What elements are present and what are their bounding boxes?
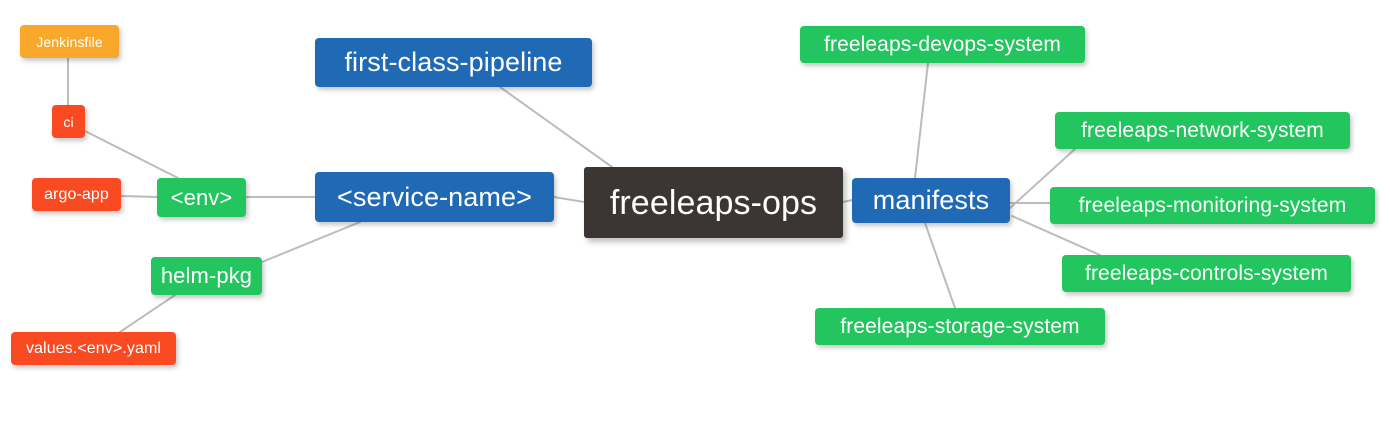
node-manifests[interactable]: manifests (852, 178, 1010, 223)
node-label: values.<env>.yaml (25, 339, 162, 357)
node-freeleaps-network-system[interactable]: freeleaps-network-system (1055, 112, 1350, 149)
node-label: freeleaps-network-system (1081, 119, 1324, 142)
edge-helm-pkg-to-values-env-yaml (119, 294, 176, 333)
node-label: first-class-pipeline (344, 47, 563, 77)
node-label: helm-pkg (160, 263, 253, 288)
node-env[interactable]: <env> (157, 178, 246, 217)
node-label: freeleaps-storage-system (840, 315, 1080, 338)
node-label: freeleaps-devops-system (824, 33, 1061, 56)
node-helm-pkg[interactable]: helm-pkg (151, 257, 262, 295)
node-label: freeleaps-controls-system (1085, 262, 1328, 285)
edge-env-to-argo-app (120, 195, 158, 198)
node-freeleaps-ops[interactable]: freeleaps-ops (584, 167, 843, 238)
node-label: argo-app (44, 185, 109, 203)
edge-service-name-to-helm-pkg (261, 221, 361, 263)
node-freeleaps-monitoring-system[interactable]: freeleaps-monitoring-system (1050, 187, 1375, 224)
edge-manifests-to-freeleaps-storage-system (924, 222, 956, 309)
node-argo-app[interactable]: argo-app (32, 178, 121, 211)
node-values-env-yaml[interactable]: values.<env>.yaml (11, 332, 176, 365)
node-ci[interactable]: ci (52, 105, 85, 138)
edge-env-to-ci (84, 130, 179, 179)
node-service-name[interactable]: <service-name> (315, 172, 554, 222)
node-freeleaps-controls-system[interactable]: freeleaps-controls-system (1062, 255, 1351, 292)
node-label: <env> (170, 184, 233, 210)
node-first-class-pipeline[interactable]: first-class-pipeline (315, 38, 592, 87)
edge-freeleaps-ops-to-manifests (842, 199, 853, 203)
edge-freeleaps-ops-to-first-class-pipeline (499, 86, 613, 168)
node-label: Jenkinsfile (36, 33, 103, 50)
node-label: ci (63, 113, 74, 130)
node-label: manifests (872, 185, 990, 215)
edge-manifests-to-freeleaps-devops-system (914, 62, 929, 179)
node-freeleaps-storage-system[interactable]: freeleaps-storage-system (815, 308, 1105, 345)
node-freeleaps-devops-system[interactable]: freeleaps-devops-system (800, 26, 1085, 63)
node-jenkinsfile[interactable]: Jenkinsfile (20, 25, 119, 58)
edge-freeleaps-ops-to-service-name (553, 196, 585, 203)
node-label: <service-name> (337, 181, 532, 212)
node-label: freeleaps-ops (609, 183, 818, 222)
node-label: freeleaps-monitoring-system (1078, 194, 1347, 217)
